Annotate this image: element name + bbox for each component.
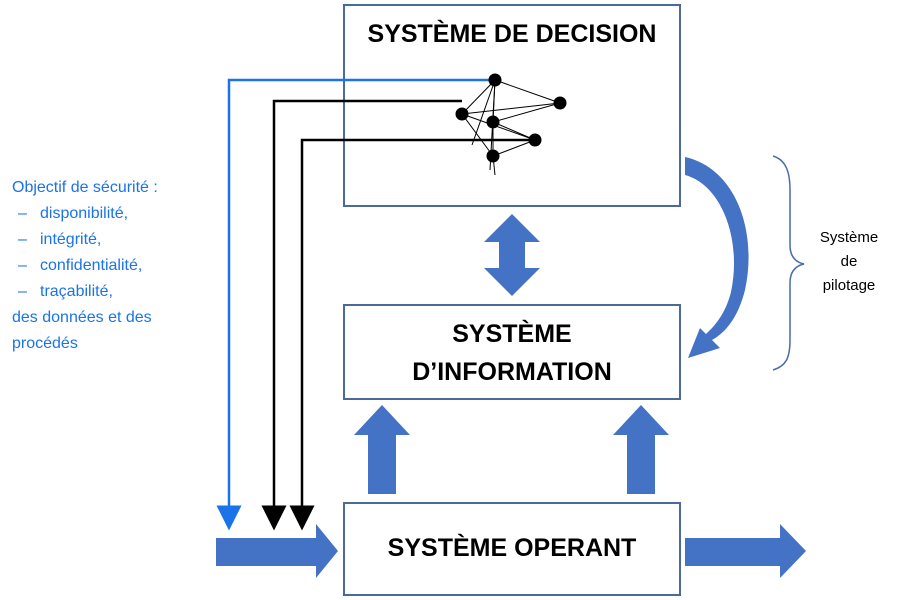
security-heading: Objectif de sécurité : [12, 179, 158, 196]
security-objectives: Objectif de sécurité : –disponibilité, –… [12, 175, 212, 357]
up-arrow-right [613, 405, 669, 494]
up-arrow-left [354, 405, 410, 494]
information-system-title-line2: D’INFORMATION [412, 358, 612, 386]
input-arrow [216, 524, 338, 578]
pilotage-brace [772, 155, 805, 371]
pilotage-line2: de [840, 253, 858, 270]
information-system-box: SYSTÈME D’INFORMATION [343, 304, 681, 400]
information-system-title-line1: SYSTÈME [452, 320, 572, 348]
security-footer-line1: des données et des [12, 309, 152, 326]
operant-system-title: SYSTÈME OPERANT [387, 534, 637, 562]
curved-control-arrow [685, 157, 749, 358]
pilotage-label: Système de pilotage [804, 226, 894, 298]
operant-system-box: SYSTÈME OPERANT [343, 502, 681, 596]
output-arrow [685, 524, 806, 578]
pilotage-line3: pilotage [822, 277, 876, 294]
security-footer-line2: procédés [12, 335, 78, 352]
double-vertical-arrow [484, 214, 540, 296]
decision-network-icon [455, 73, 567, 176]
black-feedback-line-1 [261, 99, 462, 531]
pilotage-line1: Système [819, 229, 879, 246]
security-item: –traçabilité, [18, 283, 113, 300]
black-feedback-line-2 [289, 138, 535, 531]
security-item: –confidentialité, [18, 257, 143, 274]
security-item: –intégrité, [18, 231, 102, 248]
security-item: –disponibilité, [18, 205, 129, 222]
decision-system-title: SYSTÈME DE DECISION [367, 20, 657, 48]
decision-system-box: SYSTÈME DE DECISION [343, 4, 681, 207]
blue-feedback-line [216, 78, 495, 531]
